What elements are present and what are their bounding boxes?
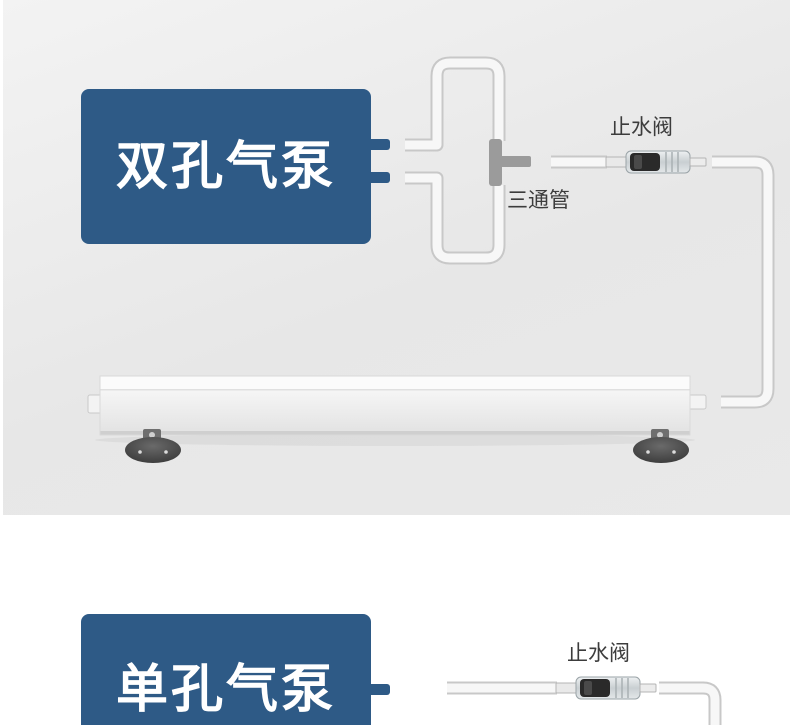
single-hole-pump-box: 单孔气泵 (81, 614, 371, 725)
dual-hole-pump-label: 双孔气泵 (115, 136, 336, 197)
check-valve-bottom-label: 止水阀 (567, 641, 630, 665)
pump-outlet-single (371, 684, 390, 695)
tee-connector (489, 139, 531, 186)
tube-upper-loop (405, 56, 506, 152)
check-valve-bottom (555, 676, 657, 700)
check-valve-top (605, 150, 707, 174)
suction-cup-right (633, 429, 689, 463)
tube-lower-loop (405, 171, 506, 265)
tube-bottom-valve-down (659, 681, 722, 725)
pump-outlet-lower (371, 172, 390, 183)
pump-outlet-upper (371, 139, 390, 150)
suction-cup-left (125, 429, 181, 463)
air-stone-bar (87, 375, 707, 446)
tube-valve-to-airstone (712, 155, 775, 409)
tee-pipe-label: 三通管 (507, 188, 570, 212)
dual-hole-pump-box: 双孔气泵 (81, 89, 371, 244)
check-valve-top-label: 止水阀 (610, 115, 673, 139)
single-hole-pump-label: 单孔气泵 (115, 660, 336, 720)
